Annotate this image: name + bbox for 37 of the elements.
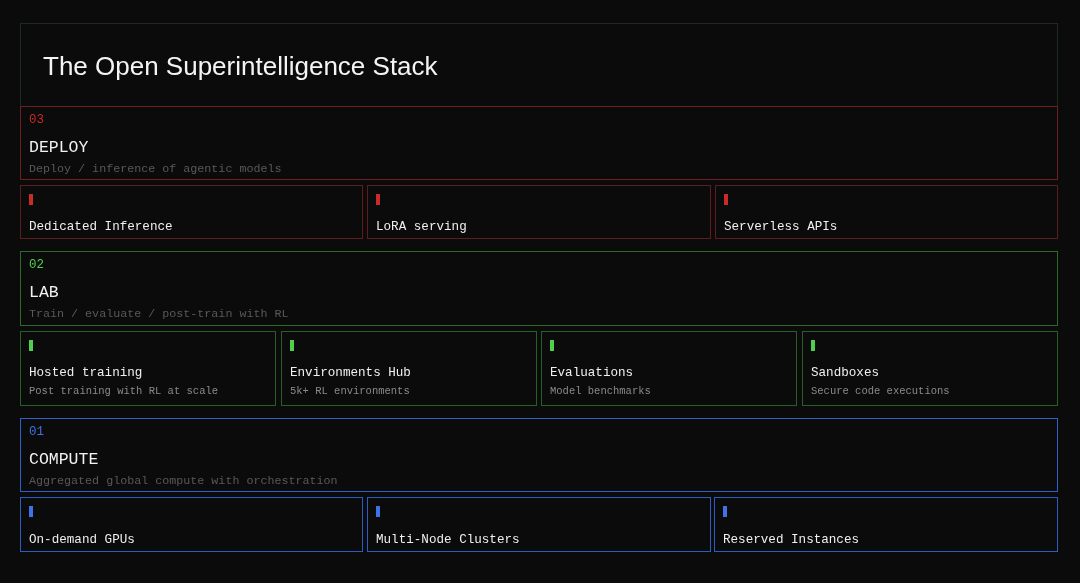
diagram-title: The Open Superintelligence Stack bbox=[43, 49, 438, 82]
service-card bbox=[802, 331, 1058, 406]
service-card bbox=[281, 331, 537, 406]
service-card bbox=[367, 185, 711, 239]
service-card bbox=[715, 185, 1058, 239]
service-card bbox=[367, 497, 711, 552]
layer-panel bbox=[20, 418, 1058, 492]
layer-description: Aggregated global compute with orchestration bbox=[29, 474, 338, 488]
service-description: 5k+ RL environments bbox=[290, 384, 410, 398]
service-name: Hosted training bbox=[29, 365, 143, 381]
layer-name: DEPLOY bbox=[29, 138, 89, 158]
layer-panel bbox=[20, 251, 1058, 326]
layer-description: Deploy / inference of agentic models bbox=[29, 162, 282, 176]
service-description: Secure code executions bbox=[811, 384, 950, 398]
service-card bbox=[714, 497, 1058, 552]
service-name: Sandboxes bbox=[811, 365, 880, 381]
service-name: Dedicated Inference bbox=[29, 219, 173, 235]
service-card bbox=[20, 331, 276, 406]
layer-number: 01 bbox=[29, 425, 44, 439]
service-name: Environments Hub bbox=[290, 365, 411, 381]
layer-name: LAB bbox=[29, 283, 59, 303]
service-name: Multi-Node Clusters bbox=[376, 532, 520, 548]
service-description: Model benchmarks bbox=[550, 384, 651, 398]
service-name: Serverless APIs bbox=[724, 219, 838, 235]
service-name: On-demand GPUs bbox=[29, 532, 135, 548]
service-name: Evaluations bbox=[550, 365, 634, 381]
layer-name: COMPUTE bbox=[29, 450, 99, 470]
layer-number: 02 bbox=[29, 258, 44, 272]
service-name: LoRA serving bbox=[376, 219, 467, 235]
service-card bbox=[20, 497, 363, 552]
service-card bbox=[20, 185, 363, 239]
layer-description: Train / evaluate / post-train with RL bbox=[29, 307, 289, 321]
layer-panel bbox=[20, 106, 1058, 180]
service-description: Post training with RL at scale bbox=[29, 384, 219, 398]
service-card bbox=[541, 331, 797, 406]
service-name: Reserved Instances bbox=[723, 532, 860, 548]
layer-number: 03 bbox=[29, 113, 44, 127]
